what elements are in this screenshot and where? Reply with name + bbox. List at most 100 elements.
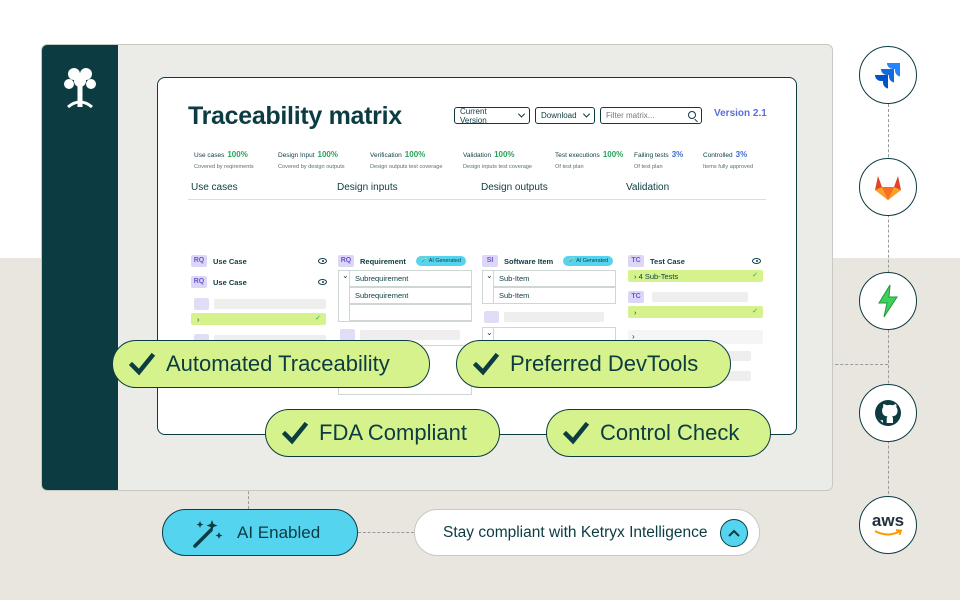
item-label: Software Item [504,256,554,266]
stat-sub: Of test plan [634,164,663,170]
chevron-right-icon: › [634,271,639,281]
badge-control-check: Control Check [546,409,771,457]
badge-fda-compliant: FDA Compliant [265,409,500,457]
subtests-row[interactable]: › 4 Sub-Tests✓ [628,270,763,282]
version-select[interactable]: Current Version [454,107,530,125]
list-item[interactable]: RQ Use Case [191,275,247,289]
download-select-value: Download [541,111,577,120]
badge-preferred-devtools: Preferred DevTools [456,340,731,388]
magic-wand-icon [193,519,223,548]
eye-icon[interactable] [752,258,761,264]
collapsed-row[interactable]: ›✓ [628,306,763,318]
list-item[interactable]: TC Test Case [628,254,685,268]
placeholder-tag [194,298,209,310]
eye-icon[interactable] [318,258,327,264]
column-design-outputs: Design outputs [481,182,548,193]
sub-item[interactable]: Sub-Item [493,270,616,287]
github-integration[interactable] [859,384,917,442]
ketryx-intelligence-pill[interactable]: Stay compliant with Ketryx Intelligence [414,509,760,556]
stat-sub: Design inputs test coverage [463,164,533,170]
zap-icon [878,284,898,318]
stat-sub: Covered by reqirements [194,164,254,170]
stat-sub: Design outputs test coverage [370,164,443,170]
ai-enabled-label: AI Enabled [237,522,321,542]
item-label: Test Case [650,256,685,266]
sub-item[interactable]: Sub-Item [493,287,616,304]
placeholder-tag [484,311,499,323]
aws-integration[interactable]: aws [859,496,917,554]
badge-label: Automated Traceability [166,351,390,376]
aws-smile-icon [874,529,902,536]
chevron-right-icon[interactable]: › [632,332,635,341]
column-use-cases: Use cases [191,182,238,193]
item-label: Use Case [213,256,247,266]
sub-item-label: Sub-Item [499,291,530,300]
item-tag: RQ [338,255,354,267]
gitlab-integration[interactable] [859,158,917,216]
check-icon: ✓ [315,315,321,322]
check-icon [282,421,308,445]
download-select[interactable]: Download [535,107,595,124]
chevron-down-icon[interactable]: ⌄ [342,271,349,280]
item-label: Requirement [360,256,406,266]
placeholder-bar [214,299,326,309]
column-design-inputs: Design inputs [337,182,398,193]
badge-label: Control Check [600,420,740,445]
check-icon: ✓ [752,308,758,315]
list-item[interactable]: RQ Use Case [191,254,247,268]
jira-icon [875,63,900,89]
chevron-up-icon [728,529,740,537]
sidebar-rail [42,45,118,490]
sub-item[interactable] [349,304,472,321]
ai-generated-badge: 🪄 AI Generated [563,256,614,266]
stat-label: Design Input [278,152,315,159]
filter-placeholder: Filter matrix... [606,111,655,120]
sub-item-label: Subrequirement [355,274,409,283]
eye-icon[interactable] [318,279,327,285]
list-item[interactable]: RQ Requirement 🪄 AI Generated [338,254,466,268]
page-title: Traceability matrix [188,102,402,130]
badge-label: FDA Compliant [319,420,467,445]
chevron-right-icon: › [197,314,200,324]
sub-item[interactable]: Subrequirement [349,270,472,287]
collapsed-row[interactable]: ›✓ [191,313,326,325]
chevron-down-icon [518,110,526,118]
ai-enabled-pill[interactable]: AI Enabled [162,509,358,556]
ai-badge-text: AI Generated [576,258,609,264]
check-icon: ✓ [752,272,758,279]
column-validation: Validation [626,182,670,193]
ai-generated-badge: 🪄 AI Generated [415,256,466,266]
list-item[interactable]: SI Software Item 🪄 AI Generated [482,254,614,268]
stat-label: Validation [463,152,492,159]
stat-percent: 3% [671,150,684,159]
chevron-down-icon [582,110,591,118]
ai-badge-text: AI Generated [428,258,461,264]
jira-integration[interactable] [859,46,917,104]
gitlab-icon [875,176,901,200]
expand-up-button[interactable] [720,519,748,547]
chevron-down-icon[interactable]: ⌄ [486,328,493,337]
item-tag: TC [628,255,644,267]
stat-percent: 3% [735,150,748,159]
sub-item-label: Sub-Item [499,274,530,283]
stat-sub: Of test plan [555,164,584,170]
stat-label: Controlled [703,152,733,159]
sub-item[interactable]: Subrequirement [349,287,472,304]
placeholder-bar [360,330,460,340]
zap-integration[interactable] [859,272,917,330]
item-tag: SI [482,255,498,267]
stat-percent: 100% [602,150,624,159]
github-icon [875,400,901,426]
badge-automated-traceability: Automated Traceability [112,340,430,388]
check-icon [129,352,155,376]
chevron-down-icon[interactable]: ⌄ [486,271,493,280]
search-icon [688,111,696,119]
ketryx-logo-icon [64,68,96,109]
list-item[interactable]: TC [628,290,650,304]
item-tag: RQ [191,255,207,267]
filter-input[interactable]: Filter matrix... [600,107,702,124]
